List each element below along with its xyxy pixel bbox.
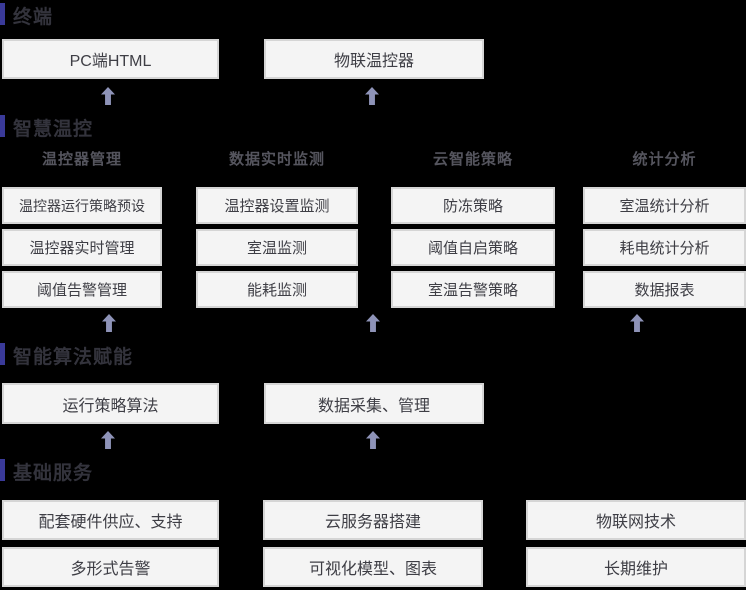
node-longterm-maintenance: 长期维护 — [526, 547, 746, 587]
node-power-stats: 耗电统计分析 — [583, 229, 746, 266]
column-title-thermostat-mgmt: 温控器管理 — [41, 151, 122, 168]
node-data-report: 数据报表 — [583, 271, 746, 308]
node-energy-monitor: 能耗监测 — [196, 271, 358, 308]
up-arrow-icon — [101, 431, 115, 449]
node-data-collection: 数据采集、管理 — [264, 383, 484, 424]
column-title-cloud-strategy: 云智能策略 — [432, 151, 513, 168]
node-room-temp-monitor: 室温监测 — [196, 229, 358, 266]
section-title-base: 基础服务 — [13, 463, 94, 484]
node-cloud-server: 云服务器搭建 — [263, 500, 483, 540]
section-accent-bar — [0, 459, 5, 481]
node-threshold-autostart: 阈值自启策略 — [391, 229, 555, 266]
up-arrow-icon — [101, 87, 115, 105]
up-arrow-icon — [366, 314, 380, 332]
node-iot-technology: 物联网技术 — [526, 500, 746, 540]
section-accent-bar — [0, 115, 5, 137]
node-pc-html: PC端HTML — [2, 39, 219, 79]
node-room-temp-alarm: 室温告警策略 — [391, 271, 555, 308]
section-accent-bar — [0, 343, 5, 365]
column-title-realtime-monitor: 数据实时监测 — [228, 151, 325, 168]
node-iot-thermostat: 物联温控器 — [264, 39, 484, 79]
up-arrow-icon — [366, 431, 380, 449]
node-hardware-supply: 配套硬件供应、支持 — [2, 500, 219, 540]
up-arrow-icon — [630, 314, 644, 332]
section-accent-bar — [0, 3, 5, 25]
section-title-smart: 智慧温控 — [13, 119, 94, 140]
node-room-temp-stats: 室温统计分析 — [583, 187, 746, 224]
node-antifreeze-strategy: 防冻策略 — [391, 187, 555, 224]
node-setting-monitor: 温控器设置监测 — [196, 187, 358, 224]
node-strategy-algorithm: 运行策略算法 — [2, 383, 219, 424]
up-arrow-icon — [102, 314, 116, 332]
section-title-algorithm: 智能算法赋能 — [13, 347, 134, 368]
up-arrow-icon — [365, 87, 379, 105]
node-threshold-alarm-mgmt: 阈值告警管理 — [2, 271, 162, 308]
section-title-terminal: 终端 — [13, 7, 54, 28]
node-realtime-mgmt: 温控器实时管理 — [2, 229, 162, 266]
node-strategy-preset: 温控器运行策略预设 — [2, 187, 162, 224]
node-visual-model: 可视化模型、图表 — [263, 547, 483, 587]
column-title-statistics: 统计分析 — [632, 151, 697, 168]
node-multi-alarm: 多形式告警 — [2, 547, 219, 587]
